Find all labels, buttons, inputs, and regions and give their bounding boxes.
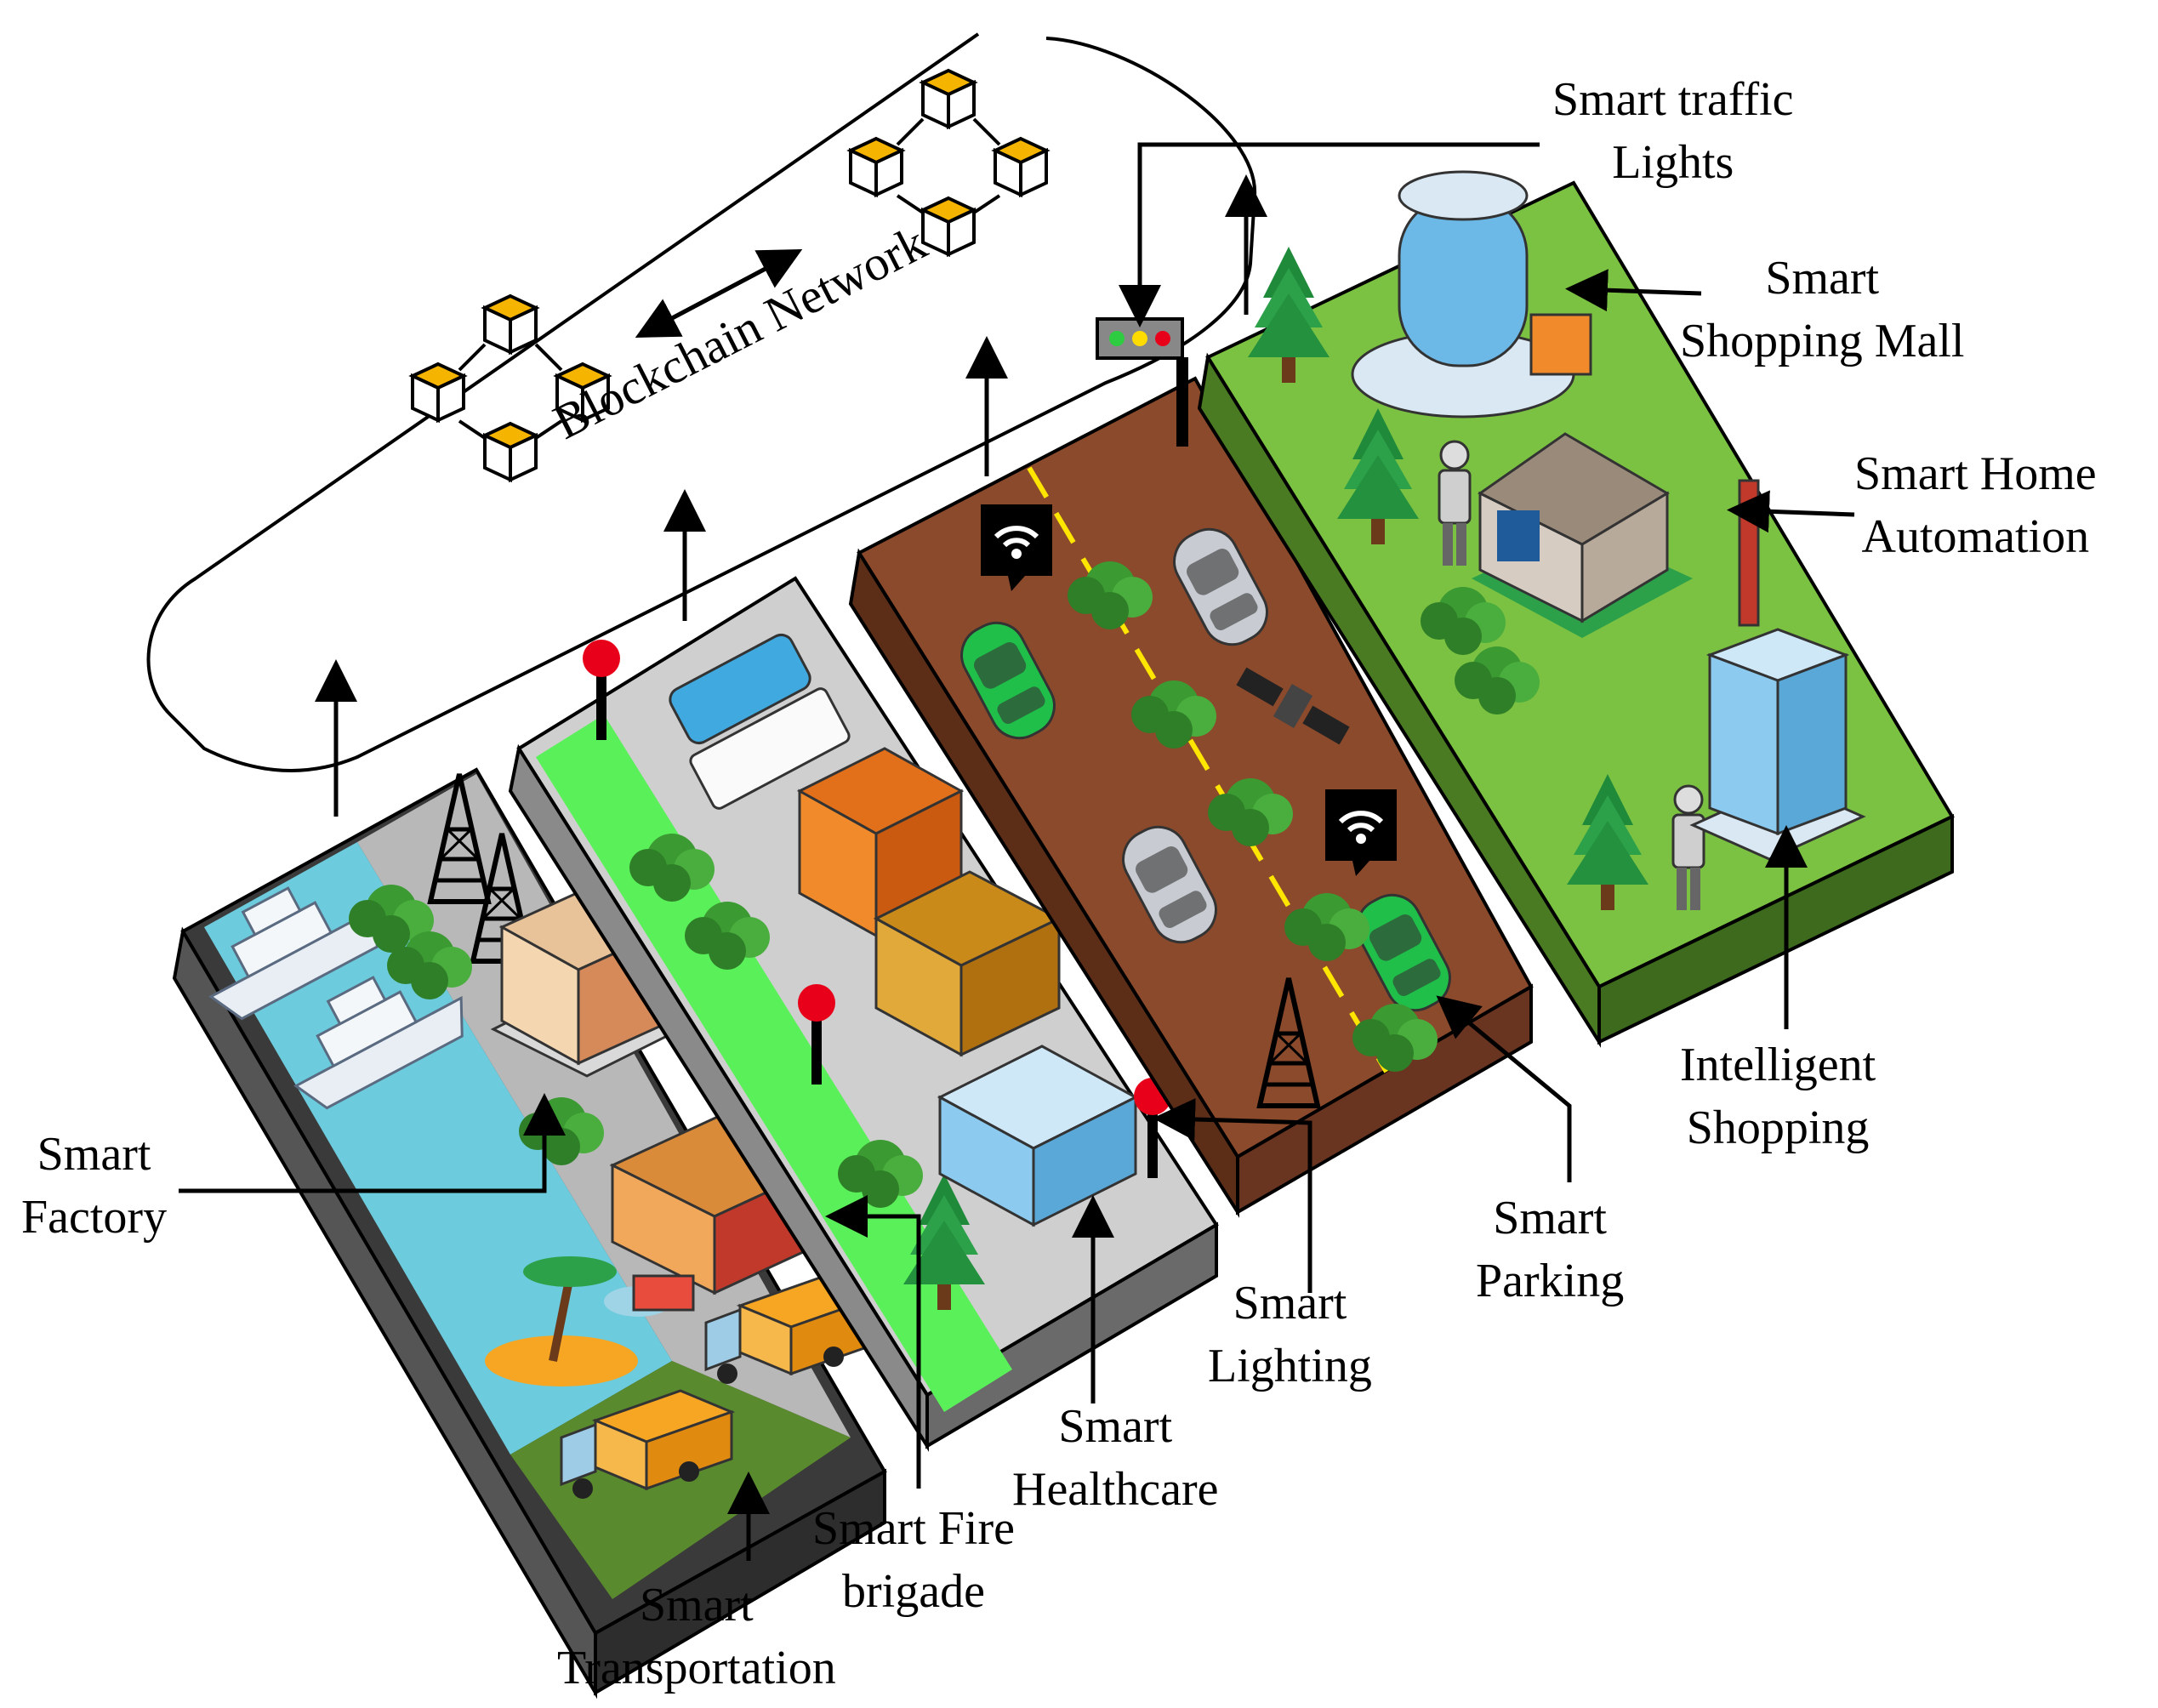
truck-icon [689, 687, 851, 810]
label-smart-factory: Smart Factory [21, 1123, 167, 1249]
label-line: Automation [1861, 510, 2090, 563]
label-line: Smart [1765, 252, 1880, 305]
label-line: Smart Home [1854, 447, 2097, 500]
label-line: Factory [21, 1191, 168, 1244]
label-smart-transportation: Smart Transportation [557, 1574, 836, 1699]
label-line: Shopping Mall [1680, 315, 1965, 367]
label-line: Lighting [1208, 1340, 1372, 1392]
blockchain-network-loop [146, 32, 1257, 773]
hospital-building-icon [937, 1045, 1139, 1227]
ship-icon [293, 976, 464, 1110]
bank-building-icon [873, 870, 1062, 1057]
label-line: Smart [1233, 1277, 1347, 1329]
leader-lines [179, 142, 1855, 1561]
label-line: Smart [1493, 1192, 1607, 1244]
intelligent-shop-building-icon [1689, 628, 1866, 861]
label-line: Transportation [557, 1642, 836, 1694]
label-line: Smart Fire [812, 1502, 1015, 1555]
label-intelligent-shopping: Intelligent Shopping [1680, 1033, 1876, 1159]
satellite-icon [1236, 667, 1350, 745]
label-line: Lights [1612, 136, 1734, 189]
upload-arrows [315, 174, 1267, 817]
label-line: Smart [37, 1128, 151, 1181]
label-smart-shopping-mall: Smart Shopping Mall [1680, 247, 1964, 373]
label-smart-fire-brigade: Smart Fire brigade [812, 1497, 1015, 1623]
truck-icon [669, 633, 811, 745]
label-line: Parking [1476, 1255, 1625, 1307]
label-smart-home-automation: Smart Home Automation [1854, 442, 2097, 568]
blockchain-cluster-left [411, 294, 610, 481]
label-line: Healthcare [1012, 1463, 1219, 1516]
ship-icon [208, 886, 379, 1021]
label-line: Smart [1058, 1400, 1173, 1453]
blockchain-cluster-right [849, 69, 1048, 256]
label-line: Smart traffic [1552, 73, 1794, 126]
label-line: brigade [842, 1565, 985, 1618]
label-smart-parking: Smart Parking [1476, 1187, 1624, 1312]
label-smart-healthcare: Smart Healthcare [1012, 1395, 1218, 1521]
shopping-mall-icon [1351, 170, 1592, 418]
label-line: Intelligent [1680, 1039, 1876, 1091]
label-line: Smart [639, 1579, 754, 1631]
label-smart-lighting: Smart Lighting [1208, 1272, 1372, 1398]
label-line: Shopping [1686, 1102, 1870, 1154]
label-smart-traffic-lights: Smart traffic Lights [1552, 68, 1794, 194]
office-building-icon [796, 747, 965, 938]
